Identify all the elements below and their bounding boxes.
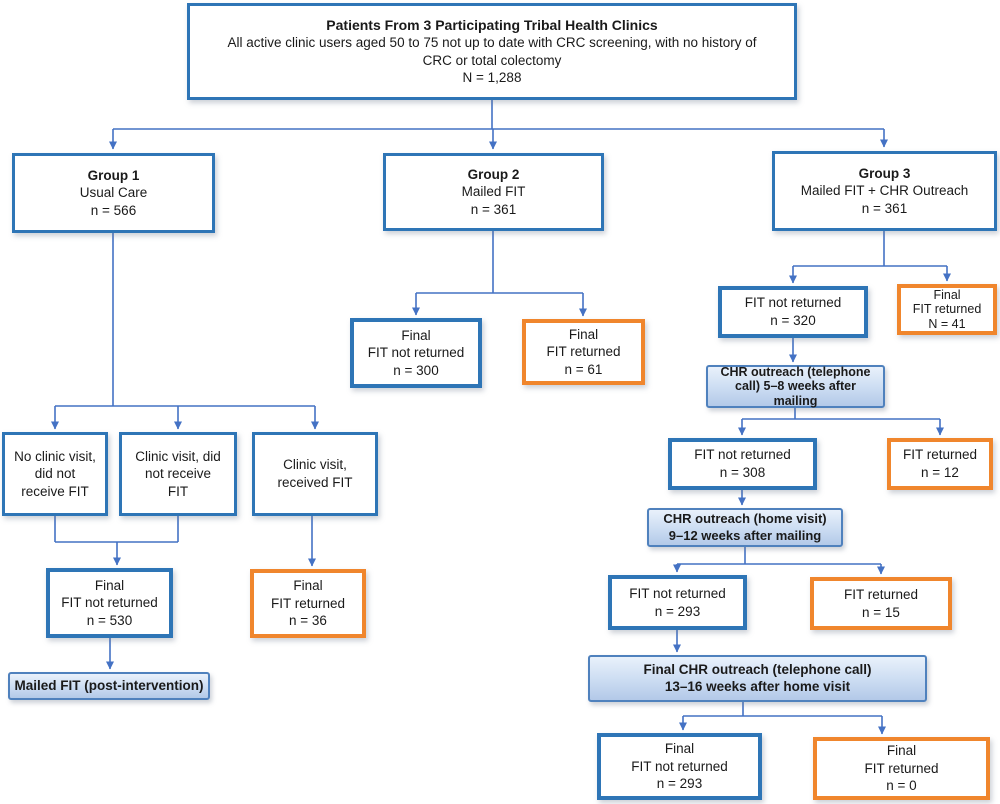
box-group-2-body: Mailed FIT n = 361 xyxy=(461,184,526,217)
box-group-2: Group 2 Mailed FIT n = 361 xyxy=(383,153,604,231)
box-g3-final-fit-not-returned-body: Final FIT not returned n = 293 xyxy=(631,741,728,792)
box-g3-fit-not-returned-293-body: FIT not returned n = 293 xyxy=(629,585,726,619)
box-g1-visit-received-fit: Clinic visit, received FIT xyxy=(252,432,378,516)
box-group-3-title: Group 3 xyxy=(858,165,911,181)
box-g3-fit-returned-15-body: FIT returned n = 15 xyxy=(843,586,919,620)
box-g3-final-fit-returned-41-body: Final FIT returned N = 41 xyxy=(912,287,982,331)
box-g3-chr-outreach-home-visit-body: CHR outreach (home visit) 9–12 weeks aft… xyxy=(663,511,827,543)
box-g3-final-fit-returned-41: Final FIT returned N = 41 xyxy=(897,284,997,335)
box-g1-visit-no-fit: Clinic visit, did not receive FIT xyxy=(119,432,237,516)
box-g3-final-fit-returned-0-body: Final FIT returned n = 0 xyxy=(864,743,939,794)
box-g3-final-fit-not-returned: Final FIT not returned n = 293 xyxy=(597,733,762,800)
box-g3-final-chr-outreach: Final CHR outreach (telephone call) 13–1… xyxy=(588,655,927,702)
box-g2-final-fit-not-returned-body: Final FIT not returned n = 300 xyxy=(367,327,465,378)
box-g2-final-fit-not-returned: Final FIT not returned n = 300 xyxy=(350,318,482,388)
box-g3-chr-outreach-telephone: CHR outreach (telephone call) 5–8 weeks … xyxy=(706,365,885,408)
connector-trunks xyxy=(54,100,947,717)
box-g2-final-fit-returned: Final FIT returned n = 61 xyxy=(522,319,645,385)
box-g3-fit-returned-12-body: FIT returned n = 12 xyxy=(902,447,978,480)
box-group-1-title: Group 1 xyxy=(87,167,140,183)
box-g3-fit-returned-15: FIT returned n = 15 xyxy=(810,577,952,630)
box-g3-fit-not-returned-320: FIT not returned n = 320 xyxy=(718,286,868,338)
box-g3-fit-not-returned-308-body: FIT not returned n = 308 xyxy=(694,447,791,480)
box-group-3: Group 3 Mailed FIT + CHR Outreach n = 36… xyxy=(772,151,997,231)
box-g1-mailed-fit-post-intervention-body: Mailed FIT (post-intervention) xyxy=(14,677,204,693)
box-g1-no-clinic-visit: No clinic visit, did not receive FIT xyxy=(2,432,108,516)
box-g1-final-fit-not-returned-body: Final FIT not returned n = 530 xyxy=(61,577,158,628)
box-enrollment-body: All active clinic users aged 50 to 75 no… xyxy=(227,35,757,86)
box-group-1: Group 1 Usual Care n = 566 xyxy=(12,153,215,233)
box-g1-final-fit-not-returned: Final FIT not returned n = 530 xyxy=(46,568,173,638)
box-g3-fit-not-returned-320-body: FIT not returned n = 320 xyxy=(744,295,842,328)
box-g3-final-fit-returned-0: Final FIT returned n = 0 xyxy=(813,737,990,800)
box-enrollment-title: Patients From 3 Participating Tribal Hea… xyxy=(326,17,658,34)
box-g1-mailed-fit-post-intervention: Mailed FIT (post-intervention) xyxy=(8,672,210,700)
box-g1-final-fit-returned-body: Final FIT returned n = 36 xyxy=(270,578,346,629)
box-g3-fit-not-returned-308: FIT not returned n = 308 xyxy=(668,438,817,490)
box-group-1-body: Usual Care n = 566 xyxy=(79,185,148,218)
box-g1-no-clinic-visit-body: No clinic visit, did not receive FIT xyxy=(14,448,96,499)
box-g1-visit-received-fit-body: Clinic visit, received FIT xyxy=(277,457,353,490)
box-g3-chr-outreach-home-visit: CHR outreach (home visit) 9–12 weeks aft… xyxy=(647,508,843,547)
box-g3-final-chr-outreach-body: Final CHR outreach (telephone call) 13–1… xyxy=(643,661,872,694)
box-g3-fit-returned-12: FIT returned n = 12 xyxy=(887,438,993,490)
box-g1-visit-no-fit-body: Clinic visit, did not receive FIT xyxy=(135,448,221,499)
box-g2-final-fit-returned-body: Final FIT returned n = 61 xyxy=(546,326,621,377)
box-enrollment: Patients From 3 Participating Tribal Hea… xyxy=(187,3,797,100)
box-g1-final-fit-returned: Final FIT returned n = 36 xyxy=(250,569,366,638)
box-g3-fit-not-returned-293: FIT not returned n = 293 xyxy=(608,575,747,630)
box-g3-chr-outreach-telephone-body: CHR outreach (telephone call) 5–8 weeks … xyxy=(720,364,871,408)
box-group-2-title: Group 2 xyxy=(467,166,520,182)
box-group-3-body: Mailed FIT + CHR Outreach n = 361 xyxy=(800,183,969,216)
